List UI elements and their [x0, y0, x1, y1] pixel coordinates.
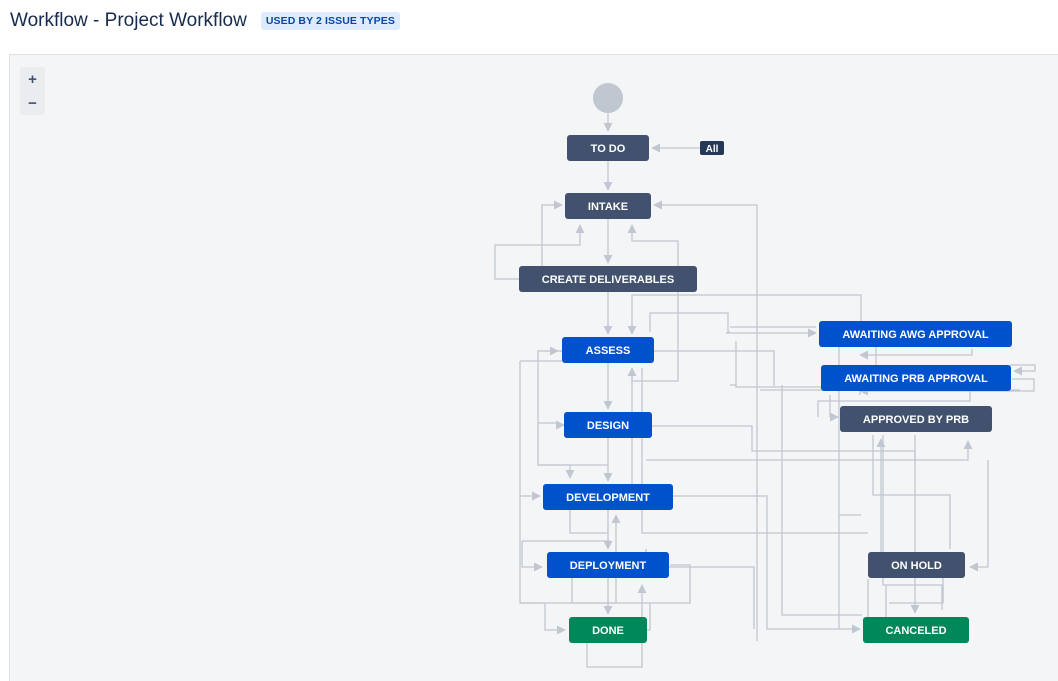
- status-box: [821, 365, 1011, 391]
- status-node-assess[interactable]: ASSESS: [562, 337, 654, 363]
- status-node-done[interactable]: DONE: [569, 617, 647, 643]
- status-box: [840, 406, 992, 432]
- status-label: DEPLOYMENT: [570, 560, 647, 572]
- transition-line: [627, 294, 862, 335]
- status-label: ASSESS: [586, 345, 631, 357]
- workflow-start-node: [593, 83, 623, 113]
- status-label: DONE: [592, 625, 624, 637]
- status-node-deployment[interactable]: DEPLOYMENT: [547, 552, 669, 578]
- status-node-awaiting-awg-approval[interactable]: AWAITING AWG APPROVAL: [819, 321, 1012, 347]
- status-box: [565, 193, 651, 219]
- status-label: DESIGN: [587, 420, 629, 432]
- status-label: CANCELED: [885, 625, 946, 637]
- status-label: INTAKE: [588, 201, 628, 213]
- status-box: [519, 266, 697, 292]
- transition-line: [494, 266, 519, 280]
- status-box: [819, 321, 1012, 347]
- zoom-out-button[interactable]: −: [28, 94, 37, 112]
- status-box: [569, 617, 647, 643]
- status-node-approved-by-prb[interactable]: APPROVED BY PRB: [840, 406, 992, 432]
- status-node-todo[interactable]: TO DO: [567, 135, 649, 161]
- status-node-awaiting-prb-approval[interactable]: AWAITING PRB APPROVAL: [821, 365, 1011, 391]
- transition-line: [872, 435, 951, 549]
- transition-line: [649, 312, 730, 333]
- transition-line: [817, 385, 971, 417]
- transition-line: [781, 385, 862, 616]
- transition-line: [882, 435, 943, 610]
- workflow-canvas[interactable]: All TO DO INTAKE CREATE DELIVERABLES ASSESS D…: [9, 54, 1058, 681]
- status-label: DEVELOPMENT: [566, 492, 650, 504]
- transition-line: [519, 496, 543, 604]
- status-label: TO DO: [591, 143, 626, 155]
- status-node-design[interactable]: DESIGN: [564, 412, 652, 438]
- status-box: [863, 617, 969, 643]
- status-node-on-hold[interactable]: ON HOLD: [868, 552, 965, 578]
- status-label: AWAITING AWG APPROVAL: [842, 329, 989, 341]
- status-label: ON HOLD: [891, 560, 942, 572]
- transition-line: [537, 350, 562, 424]
- status-box: [562, 337, 654, 363]
- transition-line: [669, 566, 755, 629]
- status-label: APPROVED BY PRB: [863, 414, 969, 426]
- transition-line: [569, 510, 608, 534]
- status-label: AWAITING PRB APPROVAL: [844, 373, 988, 385]
- transition-line: [969, 460, 989, 572]
- transition-line: [829, 395, 839, 422]
- status-node-canceled[interactable]: CANCELED: [863, 617, 969, 643]
- status-box: [868, 552, 965, 578]
- status-node-development[interactable]: DEVELOPMENT: [543, 484, 673, 510]
- workflow-diagram: All TO DO INTAKE CREATE DELIVERABLES ASSESS D…: [494, 83, 1036, 668]
- status-box: [547, 552, 669, 578]
- zoom-in-button[interactable]: +: [28, 70, 37, 88]
- status-label: CREATE DELIVERABLES: [542, 274, 674, 286]
- transition-line: [889, 578, 944, 604]
- status-node-create-deliverables[interactable]: CREATE DELIVERABLES: [519, 266, 697, 292]
- transition-line: [859, 349, 973, 360]
- transition-line: [627, 292, 679, 382]
- all-transition-label: All: [706, 144, 719, 155]
- transition-line: [673, 495, 861, 634]
- status-box: [567, 135, 649, 161]
- all-transition-tag[interactable]: All: [700, 141, 724, 155]
- status-node-intake[interactable]: INTAKE: [565, 193, 651, 219]
- transition-line: [494, 224, 585, 266]
- transition-line: [646, 440, 973, 461]
- transition-line: [647, 603, 651, 631]
- issue-types-badge[interactable]: USED BY 2 ISSUE TYPES: [260, 12, 400, 30]
- transition-line: [519, 361, 541, 501]
- transition-line: [627, 224, 679, 266]
- status-box: [543, 484, 673, 510]
- zoom-controls: + −: [20, 67, 45, 115]
- transition-line: [740, 350, 775, 386]
- page-title: Workflow - Project Workflow: [10, 10, 247, 31]
- status-box: [564, 412, 652, 438]
- transition-line: [1010, 364, 1036, 376]
- page-header: Workflow - Project Workflow USED BY 2 IS…: [10, 8, 400, 34]
- transition-line: [641, 510, 868, 534]
- transition-line: [544, 603, 566, 635]
- transition-line: [541, 200, 563, 266]
- transition-line: [521, 541, 543, 572]
